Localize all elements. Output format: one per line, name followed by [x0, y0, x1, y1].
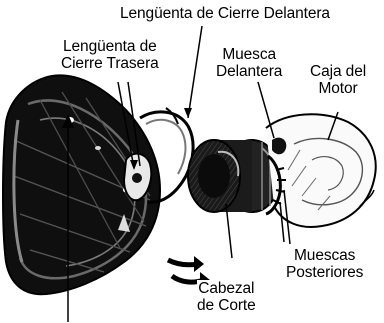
cutting-head-label-line2: de Corte	[197, 297, 256, 314]
guard-shield	[2, 74, 162, 296]
rear-locking-tab-label-line1: Lengüenta de	[63, 38, 157, 55]
front-notch-label: Muesca Delantera	[216, 46, 282, 80]
cutting-head	[187, 139, 281, 213]
leader-lines	[62, 25, 339, 322]
rear-notches-label-line1: Muescas	[293, 247, 356, 264]
rear-locking-tab-label-line2: Cierre Trasera	[61, 55, 159, 72]
cutting-head-label: Cabezal de Corte	[197, 280, 256, 314]
front-locking-tab-label: Lengüenta de Cierre Delantera	[120, 5, 330, 22]
rear-locking-tab	[122, 152, 153, 202]
motor-housing-label: Caja del Motor	[310, 63, 366, 97]
rear-notches-label-line2: Posteriores	[286, 264, 364, 281]
motor-housing	[265, 113, 377, 228]
front-locking-ring	[139, 107, 195, 204]
rear-notches-label: Muescas Posteriores	[286, 247, 363, 281]
front-notch-label-line2: Delantera	[216, 63, 283, 80]
motor-housing-label-line1: Caja del	[310, 63, 367, 80]
front-notch-label-line1: Muesca	[222, 46, 276, 63]
rear-locking-tab-label: Lengüenta de Cierre Trasera	[61, 38, 159, 72]
motor-housing-label-line2: Motor	[318, 80, 358, 97]
cutting-head-label-line1: Cabezal	[198, 280, 255, 297]
